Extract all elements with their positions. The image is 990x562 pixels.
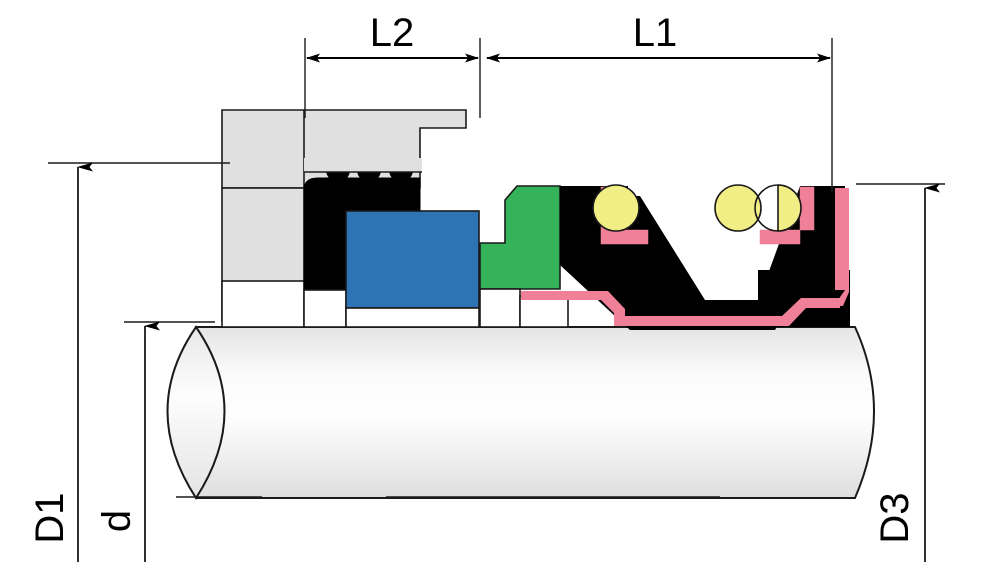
bellows-group [560,186,850,330]
shaft-assembly [166,325,875,500]
dim-label-d: d [95,510,139,532]
collar-void [303,289,347,328]
dim-label-d3: D3 [873,492,917,543]
dimension-l1: L1 [486,11,831,63]
dimension-d: d [95,321,160,562]
dim-label-d1: D1 [28,492,72,543]
dim-label-l2: L2 [370,11,415,55]
shaft-end-cap [166,325,226,500]
dome-spring-mask [304,158,422,172]
rotating-face-group [345,210,480,328]
dimension-d1: D1 [28,162,93,562]
housing-group [221,109,467,328]
extension-lines [48,38,945,498]
seat-void-left [479,288,521,328]
stationary-seat-group [479,185,569,328]
spring-coil-group [592,184,801,232]
seat-void-right [519,295,569,328]
rotating-face [345,210,480,309]
dim-label-l1: L1 [633,11,678,55]
spring-coil-1 [592,184,640,232]
dimension-l2: L2 [306,11,479,63]
dimension-d3: D3 [873,183,940,562]
liner-bottom-band [521,291,840,326]
liner-right-vertical [835,188,849,290]
bellows-right-limb [760,186,845,296]
gland-base-void [221,280,305,328]
rotating-face-void [345,307,480,328]
shaft-body [195,326,875,499]
spring-coil-2 [714,184,762,232]
